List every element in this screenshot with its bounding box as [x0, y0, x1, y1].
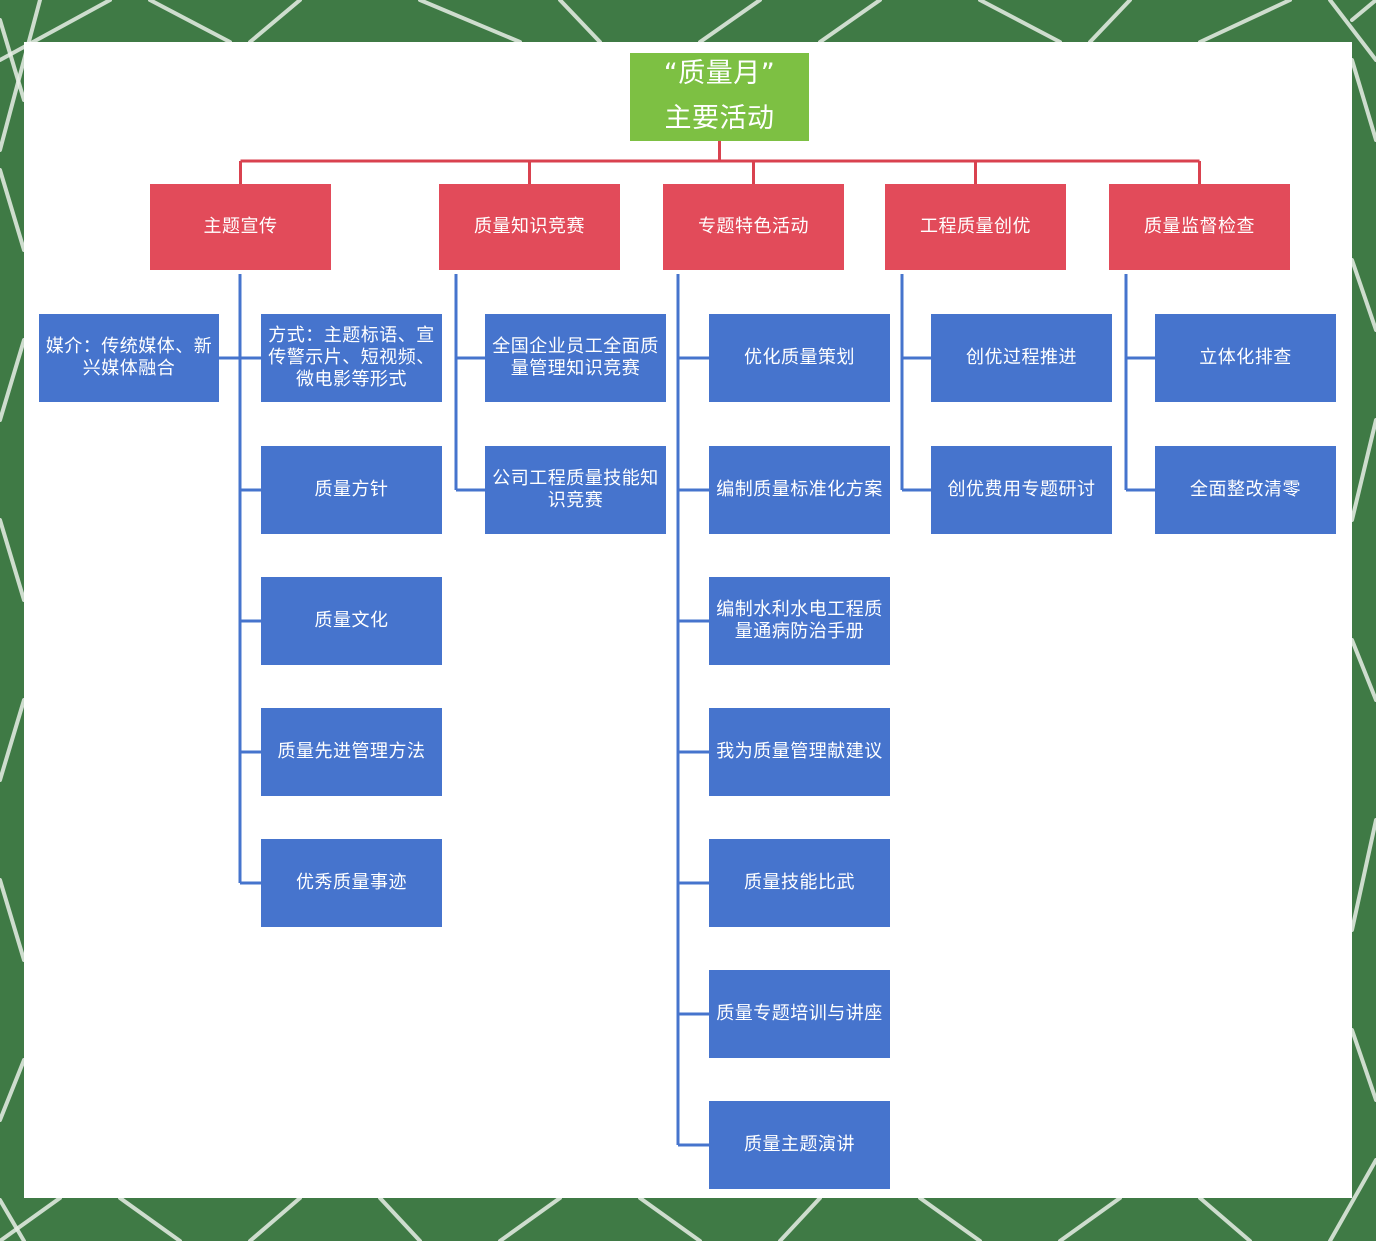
activity-node: 质量文化 — [261, 577, 442, 665]
diagram-sheet: “质量月” 主要活动 媒介：传统媒体、新兴媒体融合 主题宣传方式：主题标语、宣传… — [24, 42, 1352, 1198]
frame-stroke — [148, 0, 232, 44]
activity-node: 公司工程质量技能知识竞赛 — [485, 446, 666, 534]
frame-stroke — [1350, 638, 1376, 702]
frame-stroke — [1198, 0, 1292, 44]
category-quality-excellence: 工程质量创优 — [885, 184, 1066, 270]
frame-stroke — [1350, 1028, 1376, 1102]
frame-stroke — [1058, 1196, 1122, 1241]
frame-stroke — [378, 1196, 422, 1241]
frame-stroke — [118, 1196, 182, 1241]
activity-node: 全国企业员工全面质量管理知识竞赛 — [485, 314, 666, 402]
activity-label: 全国企业员工全面质量管理知识竞赛 — [492, 336, 659, 379]
activity-label: 立体化排查 — [1199, 347, 1292, 369]
frame-stroke — [1198, 1196, 1252, 1241]
activity-node: 我为质量管理献建议 — [709, 708, 890, 796]
activity-label: 创优费用专题研讨 — [947, 479, 1096, 501]
category-label: 专题特色活动 — [698, 216, 809, 238]
frame-stroke — [1350, 818, 1376, 932]
activity-node: 立体化排查 — [1155, 314, 1336, 402]
activity-node: 质量专题培训与讲座 — [709, 970, 890, 1058]
frame-stroke — [498, 1196, 562, 1241]
media-note-node: 媒介：传统媒体、新兴媒体融合 — [39, 314, 219, 402]
activity-node: 编制质量标准化方案 — [709, 446, 890, 534]
category-special-activities: 专题特色活动 — [663, 184, 844, 270]
activity-label: 全面整改清零 — [1190, 479, 1301, 501]
frame-stroke — [1350, 58, 1376, 142]
category-label: 质量知识竞赛 — [474, 216, 585, 238]
activity-node: 方式：主题标语、宣传警示片、短视频、微电影等形式 — [261, 314, 442, 402]
frame-stroke — [0, 18, 26, 102]
category-theme-promotion: 主题宣传 — [150, 184, 331, 270]
activity-label: 优化质量策划 — [744, 347, 855, 369]
activity-label: 优秀质量事迹 — [296, 872, 407, 894]
activity-node: 创优过程推进 — [931, 314, 1112, 402]
activity-node: 编制水利水电工程质量通病防治手册 — [709, 577, 890, 665]
frame-stroke — [0, 1198, 26, 1241]
activity-label: 编制水利水电工程质量通病防治手册 — [716, 599, 883, 642]
frame-stroke — [918, 1196, 982, 1241]
frame-stroke — [638, 1196, 702, 1241]
activity-label: 方式：主题标语、宣传警示片、短视频、微电影等形式 — [268, 325, 435, 390]
activity-label: 质量方针 — [314, 479, 389, 501]
frame-stroke — [698, 0, 762, 44]
activity-label: 质量技能比武 — [744, 872, 855, 894]
frame-stroke — [1350, 418, 1376, 522]
root-label: “质量月” 主要活动 — [663, 58, 776, 134]
category-label: 主题宣传 — [203, 216, 278, 238]
frame-stroke — [1088, 0, 1132, 44]
frame-stroke — [248, 0, 302, 44]
root-node: “质量月” 主要活动 — [630, 53, 809, 141]
activity-node: 质量先进管理方法 — [261, 708, 442, 796]
frame-stroke — [1350, 0, 1376, 22]
activity-node: 全面整改清零 — [1155, 446, 1336, 534]
frame-stroke — [818, 0, 882, 44]
frame-stroke — [778, 1196, 822, 1241]
activity-label: 质量专题培训与讲座 — [716, 1003, 883, 1025]
frame-stroke — [0, 0, 42, 152]
category-label: 质量监督检查 — [1144, 216, 1255, 238]
frame-stroke — [1328, 1158, 1376, 1241]
frame-stroke — [0, 878, 26, 962]
activity-label: 编制质量标准化方案 — [716, 479, 883, 501]
frame-stroke — [0, 0, 112, 62]
frame-stroke — [1350, 258, 1376, 332]
frame-stroke — [0, 1058, 26, 1122]
category-quality-inspection: 质量监督检查 — [1109, 184, 1290, 270]
frame-stroke — [0, 168, 26, 252]
frame-stroke — [1328, 0, 1376, 62]
activity-node: 优秀质量事迹 — [261, 839, 442, 927]
activity-label: 质量文化 — [314, 610, 389, 632]
activity-node: 质量主题演讲 — [709, 1101, 890, 1189]
frame-stroke — [248, 1196, 302, 1241]
activity-node: 创优费用专题研讨 — [931, 446, 1112, 534]
frame-stroke — [558, 0, 602, 44]
activity-node: 质量方针 — [261, 446, 442, 534]
frame-stroke — [0, 1196, 62, 1241]
activity-label: 质量主题演讲 — [744, 1134, 855, 1156]
activity-node: 质量技能比武 — [709, 839, 890, 927]
frame-stroke — [0, 338, 26, 422]
category-knowledge-contest: 质量知识竞赛 — [439, 184, 620, 270]
activity-label: 公司工程质量技能知识竞赛 — [492, 468, 659, 511]
activity-label: 质量先进管理方法 — [277, 741, 426, 763]
frame-stroke — [0, 698, 26, 782]
frame-stroke — [418, 0, 522, 44]
category-label: 工程质量创优 — [920, 216, 1031, 238]
media-note-label: 媒介：传统媒体、新兴媒体融合 — [45, 336, 213, 379]
frame-stroke — [0, 518, 26, 602]
activity-label: 创优过程推进 — [966, 347, 1077, 369]
activity-label: 我为质量管理献建议 — [716, 741, 883, 763]
activity-node: 优化质量策划 — [709, 314, 890, 402]
frame-stroke — [978, 0, 1062, 44]
